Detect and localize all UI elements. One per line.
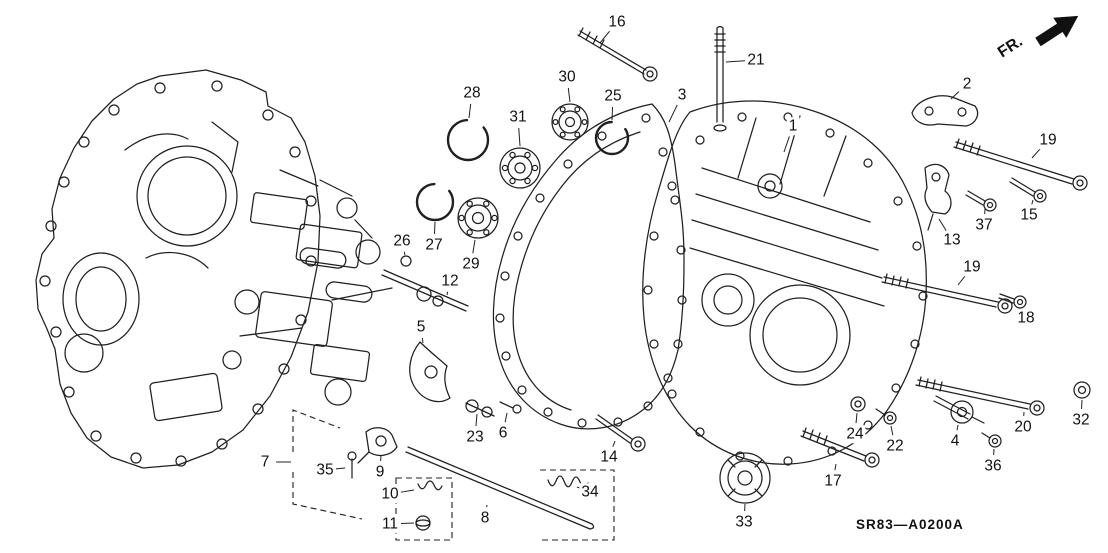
shift-fork	[409, 341, 451, 403]
leader-line-5	[421, 337, 424, 344]
part-callout-29[interactable]: 29	[460, 255, 482, 273]
leader-line-26	[403, 251, 406, 256]
part-callout-4[interactable]: 4	[948, 432, 962, 450]
part-callout-16[interactable]: 16	[606, 13, 628, 31]
leader-line-25	[611, 106, 614, 121]
part-callout-7[interactable]: 7	[258, 453, 272, 471]
part-callout-25[interactable]: 25	[602, 87, 624, 105]
leader-line-10	[400, 489, 415, 493]
part-callout-35[interactable]: 35	[314, 461, 336, 479]
part-callout-2[interactable]: 2	[960, 75, 974, 93]
part-callout-33[interactable]: 33	[733, 513, 755, 531]
leader-line-31	[518, 127, 521, 147]
part-callout-3[interactable]: 3	[675, 86, 689, 104]
part-callout-18[interactable]: 18	[1015, 309, 1037, 327]
leader-line-28	[468, 103, 472, 119]
part-callout-24[interactable]: 24	[844, 425, 866, 443]
leader-line-22	[890, 425, 894, 436]
part-callout-23[interactable]: 23	[464, 428, 486, 446]
part-callout-20[interactable]: 20	[1012, 418, 1034, 436]
leader-line-3	[668, 104, 678, 123]
part-callout-9[interactable]: 9	[373, 463, 387, 481]
part-callout-26[interactable]: 26	[391, 232, 413, 250]
leader-line-4	[956, 424, 959, 431]
part-callout-36[interactable]: 36	[982, 457, 1004, 475]
part-callout-27[interactable]: 27	[423, 236, 445, 254]
part-callout-17[interactable]: 17	[822, 472, 844, 490]
leader-line-30	[567, 87, 571, 103]
part-callout-14[interactable]: 14	[598, 448, 620, 466]
leader-line-11	[400, 522, 415, 525]
leader-line-23	[475, 413, 478, 427]
leader-line-2	[950, 91, 960, 100]
leader-line-27	[433, 221, 436, 235]
control-shaft	[381, 255, 469, 312]
leader-line-14	[612, 440, 616, 447]
part-callout-21[interactable]: 21	[745, 51, 767, 69]
leader-line-1	[783, 136, 790, 153]
leader-line-19	[1031, 147, 1042, 159]
part-callout-8[interactable]: 8	[478, 509, 492, 527]
part-callout-11[interactable]: 11	[379, 515, 401, 533]
part-callout-10[interactable]: 10	[379, 485, 401, 503]
part-callout-1[interactable]: 1	[786, 117, 800, 135]
part-callout-22[interactable]: 22	[884, 437, 906, 455]
leader-line-12	[446, 291, 449, 296]
leader-line-17	[834, 463, 837, 471]
fr-direction-arrow-icon	[1035, 15, 1079, 47]
diagram-code: SR83—A0200A	[856, 517, 964, 532]
leader-line-29	[472, 239, 476, 254]
part-callout-28[interactable]: 28	[461, 84, 483, 102]
leader-line-6	[504, 412, 508, 423]
leader-line-19	[957, 275, 966, 286]
part-callout-5[interactable]: 5	[414, 318, 428, 336]
part-callout-19[interactable]: 19	[961, 258, 983, 276]
part-callout-12[interactable]: 12	[439, 272, 461, 290]
leader-line-21	[725, 60, 746, 63]
leader-line-24	[855, 412, 858, 424]
leader-line-34	[576, 486, 580, 489]
leader-line-13	[938, 218, 947, 231]
part-callout-13[interactable]: 13	[941, 231, 963, 249]
leader-line-16	[599, 30, 611, 44]
transmission-housing	[642, 100, 928, 466]
engine-housing-outline	[35, 69, 321, 469]
housing-gasket	[492, 103, 687, 430]
part-callout-19[interactable]: 19	[1037, 131, 1059, 149]
part-callout-30[interactable]: 30	[556, 68, 578, 86]
leader-line-35	[335, 467, 346, 470]
part-callout-31[interactable]: 31	[507, 108, 529, 126]
part-callout-34[interactable]: 34	[579, 483, 601, 501]
part-callout-37[interactable]: 37	[973, 216, 995, 234]
part-callout-6[interactable]: 6	[496, 424, 510, 442]
valve-body-cluster	[239, 169, 393, 406]
leader-line-15	[1031, 199, 1034, 205]
part-callout-15[interactable]: 15	[1018, 206, 1040, 224]
part-callout-32[interactable]: 32	[1070, 411, 1092, 429]
